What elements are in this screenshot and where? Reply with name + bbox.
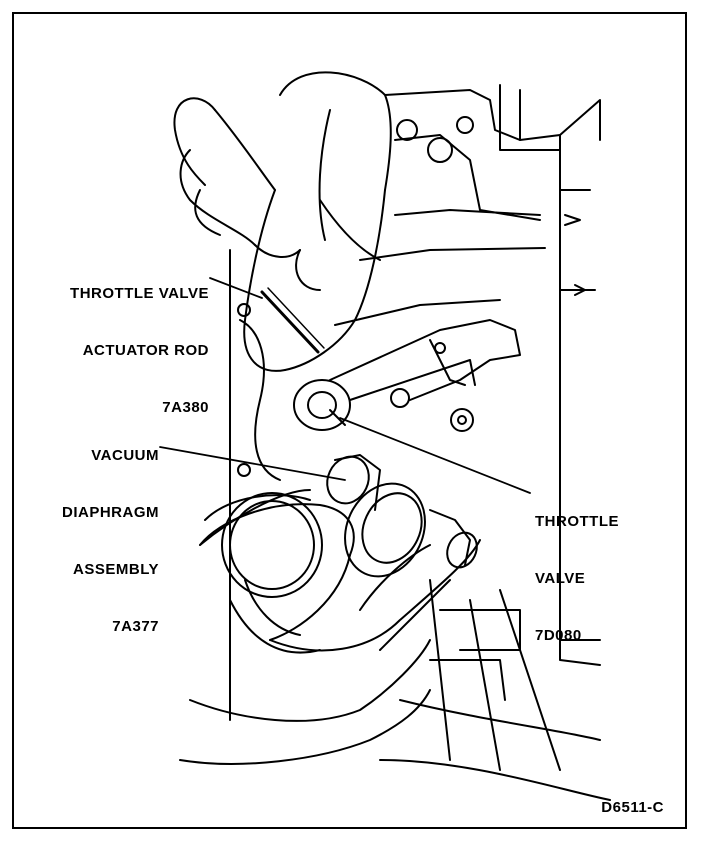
- callout-vacuum-diaphragm: VACUUM DIAPHRAGM ASSEMBLY 7A377: [37, 408, 159, 655]
- callout-actuator-rod: THROTTLE VALVE ACTUATOR ROD 7A380: [37, 246, 209, 436]
- callout-vacuum-diaphragm-line2: DIAPHRAGM: [62, 504, 159, 521]
- callout-throttle-valve-line1: THROTTLE: [535, 513, 619, 530]
- callout-throttle-valve: THROTTLE VALVE 7D080: [535, 474, 619, 664]
- transmission-case: [229, 84, 611, 801]
- leader-vacuum-diaphragm: [159, 446, 346, 481]
- leader-actuator-rod: [209, 277, 263, 299]
- leader-lines: [159, 277, 531, 494]
- callout-actuator-rod-part: 7A380: [162, 399, 209, 416]
- throttle-valve-bore: [293, 379, 351, 431]
- upper-hand: [173, 71, 392, 372]
- callout-throttle-valve-part: 7D080: [535, 627, 582, 644]
- callout-actuator-rod-line2: ACTUATOR ROD: [82, 342, 209, 359]
- lower-hand: [179, 489, 481, 765]
- actuator-rod: [260, 287, 325, 354]
- callout-throttle-valve-line2: VALVE: [535, 570, 586, 587]
- throttle-linkage: [329, 319, 521, 432]
- callout-vacuum-diaphragm-line1: VACUUM: [91, 447, 159, 464]
- callout-actuator-rod-line1: THROTTLE VALVE: [70, 285, 209, 302]
- figure-id: D6511-C: [601, 799, 664, 816]
- callout-vacuum-diaphragm-part: 7A377: [112, 618, 159, 635]
- leader-throttle-valve: [339, 417, 531, 494]
- callout-vacuum-diaphragm-line3: ASSEMBLY: [73, 561, 159, 578]
- vacuum-diaphragm: [326, 454, 478, 578]
- figure-frame: [12, 12, 687, 829]
